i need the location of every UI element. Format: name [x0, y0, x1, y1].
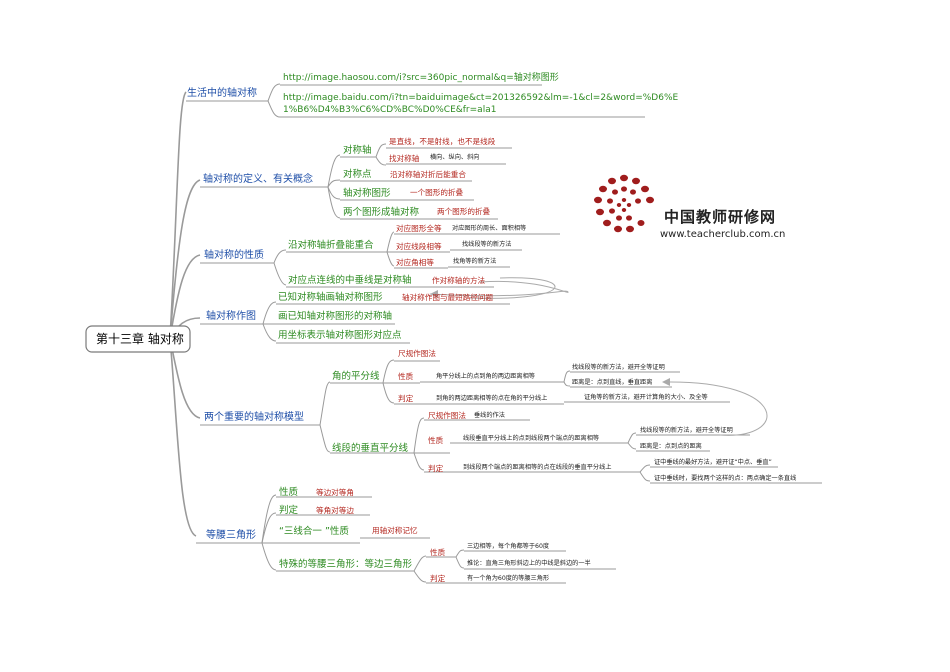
node-axis-note2-detail: 横向、纵向、斜向: [430, 154, 480, 161]
node-known-axis-note: 轴对称作图与最短路径问题: [402, 293, 494, 302]
node-perp: 对应点连线的中垂线是对称轴: [288, 275, 412, 286]
node-pb-judge-text: 到线段两个端点的距离相等的点在线段的垂直平分线上: [463, 464, 612, 471]
node-coords: 用坐标表示轴对称图形对应点: [278, 330, 402, 341]
node-bisector-judge: 判定: [398, 394, 414, 403]
node-pb-ruler: 尺规作图法: [428, 411, 466, 420]
node-bisector-judge-text: 到角的两边距离相等的点在角的平分线上: [436, 395, 548, 402]
node-eq-prop-1: 三边相等，每个角都等于60度: [467, 543, 550, 550]
node-iso-judge-note: 等角对等边: [316, 506, 354, 515]
node-pb-judge-m1: 证中垂线的最好方法，避开证“中点、垂直”: [654, 459, 772, 466]
node-congruent: 对应图形全等: [396, 224, 442, 233]
branch-construction: 轴对称作图: [206, 311, 256, 322]
node-figure: 轴对称图形: [343, 188, 391, 199]
branch-life: 生活中的轴对称: [187, 88, 257, 99]
node-iso-prop-note: 等边对等角: [316, 488, 354, 497]
node-axis-note1: 是直线，不是射线，也不是线段: [389, 137, 496, 146]
node-iso-prop: 性质: [279, 487, 299, 498]
link-baidu-line1[interactable]: http://image.baidu.com/i?tn=baiduimage&c…: [283, 93, 679, 103]
node-perp-note: 作对称轴的方法: [432, 276, 486, 285]
node-eq-judge: 判定: [430, 574, 446, 583]
node-axis: 对称轴: [343, 145, 372, 156]
node-axis-note2: 找对称轴: [389, 154, 420, 163]
node-pb-prop-m1: 找线段等的新方法，避开全等证明: [640, 427, 733, 434]
root-topic: 第十三章 轴对称: [96, 332, 184, 346]
node-bisector-ruler: 尺规作图法: [398, 349, 436, 358]
node-angles: 对应角相等: [396, 258, 434, 267]
node-segments-note: 找线段等的新方法: [462, 241, 512, 248]
node-three-in-one-note: 用轴对称记忆: [372, 526, 418, 535]
node-perp-bisector: 线段的垂直平分线: [332, 443, 409, 454]
node-angles-note: 找角等的新方法: [453, 258, 497, 265]
node-fold: 沿对称轴折叠能重合: [288, 240, 374, 251]
node-pb-prop-m2: 距离是：点到点的距离: [640, 443, 702, 450]
node-bisector-prop: 性质: [398, 372, 414, 381]
link-haosou[interactable]: http://image.haosou.com/i?src=360pic_nor…: [283, 73, 559, 83]
node-point: 对称点: [343, 169, 372, 180]
node-draw-axis: 画已知轴对称图形的对称轴: [278, 311, 393, 322]
dotted-swirl-logo-icon: [594, 174, 654, 233]
node-segments: 对应线段相等: [396, 242, 442, 251]
link-baidu-line2[interactable]: 1%B6%D4%B3%C6%CD%BC%D0%CE&fr=ala1: [283, 105, 497, 115]
logo-name: 中国教师研修网: [664, 208, 777, 226]
node-point-note: 沿对称轴对折后能重合: [390, 170, 466, 179]
node-bisector: 角的平分线: [332, 371, 380, 382]
node-eq-prop: 性质: [430, 548, 446, 557]
node-two-figures-note: 两个图形的折叠: [437, 207, 491, 216]
node-pb-prop: 性质: [428, 436, 444, 445]
node-eq-prop-2: 推论：直角三角形斜边上的中线是斜边的一半: [467, 560, 591, 567]
branch-definition: 轴对称的定义、有关概念: [203, 174, 313, 185]
node-pb-prop-text: 线段垂直平分线上的点到线段两个端点的距离相等: [463, 435, 600, 442]
node-iso-judge: 判定: [279, 505, 299, 516]
node-bisector-prop-m1: 找线段等的新方法，避开全等证明: [572, 364, 665, 371]
node-pb-judge: 判定: [428, 464, 444, 473]
branch-property: 轴对称的性质: [204, 250, 264, 261]
node-bisector-judge-m: 证角等的新方法，避开计算角的大小、及全等: [584, 394, 708, 401]
node-eq-judge-1: 有一个角为60度的等腰三角形: [467, 575, 550, 582]
node-three-in-one: “三线合一 ”性质: [279, 526, 349, 537]
node-bisector-prop-text: 角平分线上的点到角的两边距离相等: [436, 373, 535, 380]
node-pb-judge-m2: 证中垂线时，要找两个这样的点：两点确定一条直线: [654, 475, 797, 482]
node-congruent-note: 对应图形的周长、面积相等: [452, 225, 527, 232]
node-known-axis: 已知对称轴画轴对称图形: [278, 292, 383, 303]
node-pb-ruler-note: 垂线的作法: [474, 412, 505, 419]
node-two-figures: 两个图形成轴对称: [343, 207, 420, 218]
logo-site: www.teacherclub.com.cn: [660, 229, 786, 240]
branch-models: 两个重要的轴对称模型: [204, 412, 304, 423]
node-equilateral: 特殊的等腰三角形：等边三角形: [279, 559, 413, 570]
node-figure-note: 一个图形的折叠: [410, 188, 464, 197]
node-bisector-prop-m2: 距离是：点到直线，垂直距离: [572, 379, 653, 386]
branch-isosceles: 等腰三角形: [206, 530, 256, 541]
